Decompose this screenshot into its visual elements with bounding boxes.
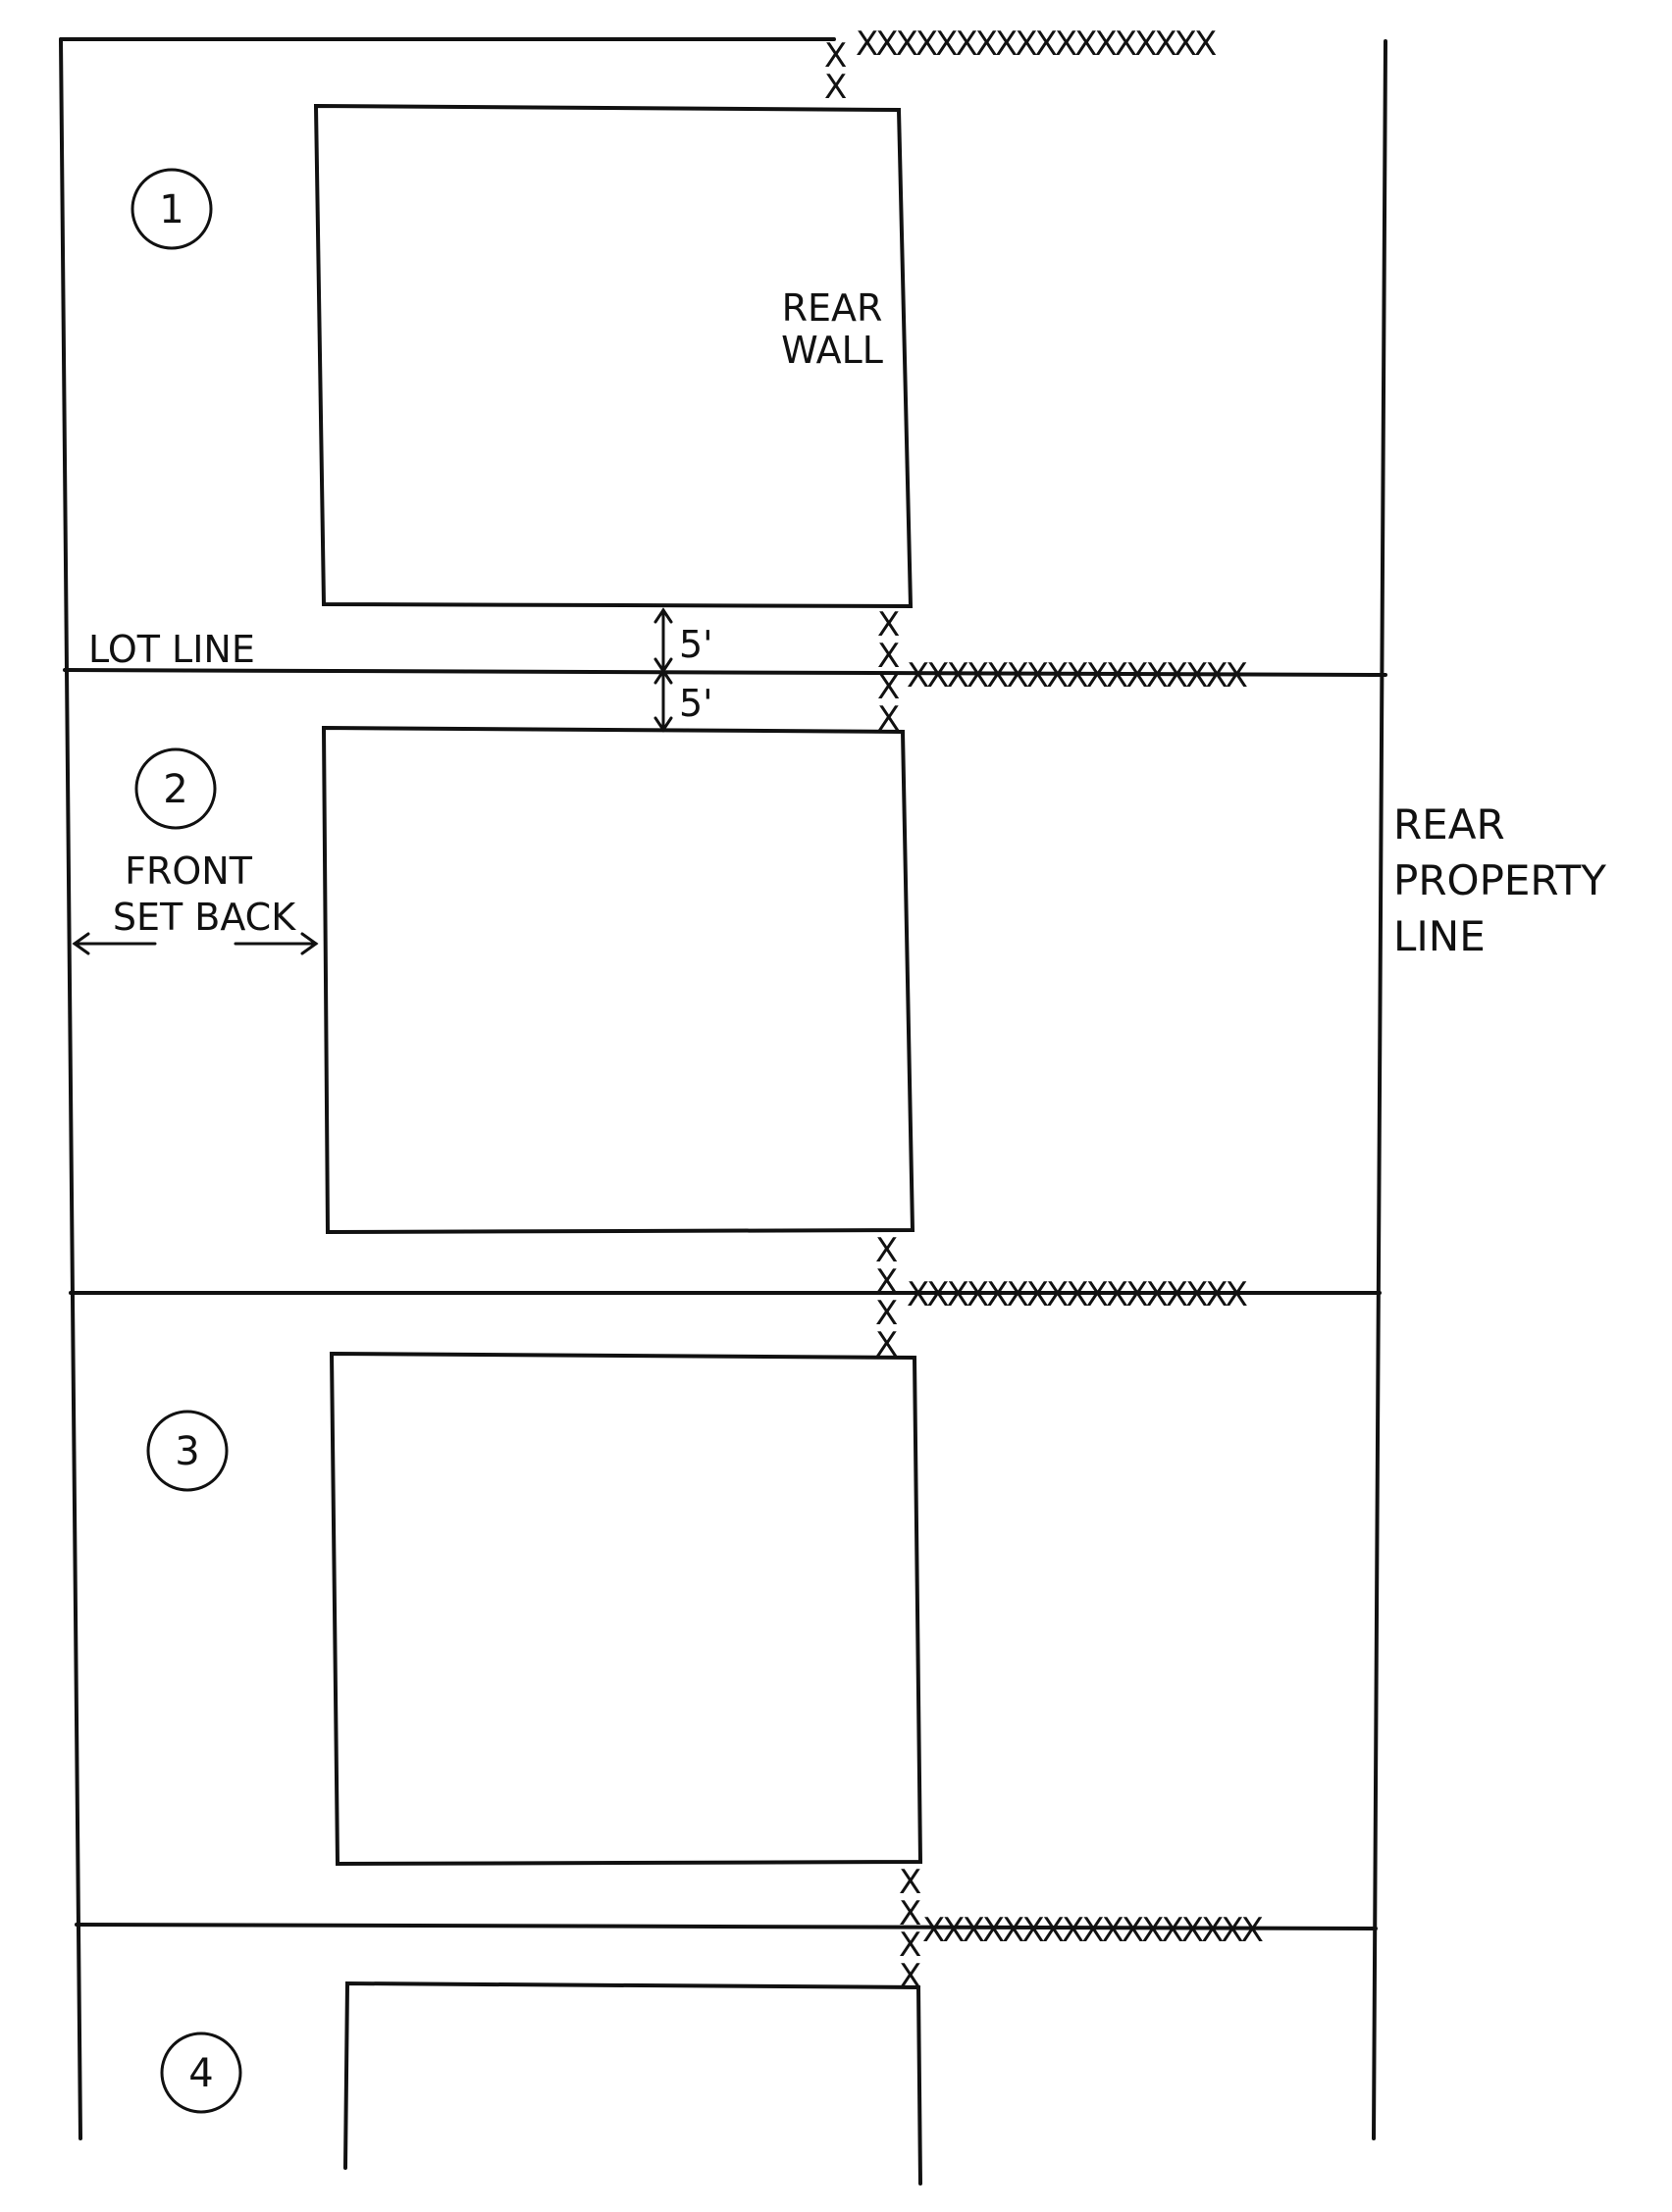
svg-text:X: X bbox=[899, 1957, 921, 1996]
lot-1-number: 1 bbox=[159, 187, 183, 232]
rear-wall-label-line-2: WALL bbox=[781, 329, 883, 372]
side-setback-dimension: 5' 5' bbox=[653, 607, 713, 733]
rear-property-label-line-3: LINE bbox=[1393, 912, 1486, 960]
lot-line-1-2 bbox=[63, 668, 1387, 677]
rear-property-label-line-2: PROPERTY bbox=[1393, 856, 1606, 904]
lot-line-3-4 bbox=[75, 1923, 1378, 1930]
svg-text:X: X bbox=[877, 699, 900, 739]
front-setback-label-line-1: FRONT bbox=[125, 849, 253, 893]
lot-2-marker: 2 bbox=[134, 747, 217, 830]
rear-wall-label-line-1: REAR bbox=[782, 286, 883, 330]
house-lot-2 bbox=[321, 725, 915, 1235]
side-setback-upper-value: 5' bbox=[679, 623, 713, 666]
house-lot-1 bbox=[313, 103, 914, 609]
fence-rear-lot-3-4: XXXXXXXXXXXXXXXXX bbox=[922, 1911, 1264, 1950]
fence-rear-lot-2-3: XXXXXXXXXXXXXXXXX bbox=[907, 1275, 1248, 1314]
lot-3-number: 3 bbox=[175, 1429, 199, 1474]
lot-4-marker: 4 bbox=[160, 2032, 242, 2114]
fence-rear-lot-1-2: XXXXXXXXXXXXXXXXX bbox=[907, 656, 1248, 695]
svg-text:X: X bbox=[824, 68, 847, 107]
rear-property-label-line-1: REAR bbox=[1393, 800, 1505, 849]
lot-3-marker: 3 bbox=[146, 1410, 229, 1492]
house-lot-3 bbox=[329, 1351, 923, 1867]
lot-2-number: 2 bbox=[163, 767, 187, 812]
front-setback-label-line-2: SET BACK bbox=[113, 896, 296, 939]
lot-1-marker: 1 bbox=[131, 168, 213, 250]
front-setback-arrows bbox=[72, 932, 319, 955]
front-property-line bbox=[59, 37, 82, 2140]
svg-text:X: X bbox=[875, 1325, 898, 1364]
lot-line-label: LOT LINE bbox=[88, 628, 255, 671]
rear-property-line bbox=[1372, 39, 1387, 2140]
lot-4-number: 4 bbox=[188, 2051, 213, 2096]
fence-rear-top: XXXXXXXXXXXXXXXXXX bbox=[856, 25, 1217, 64]
side-setback-lower-value: 5' bbox=[679, 682, 713, 725]
house-lot-4 bbox=[343, 1981, 922, 2186]
